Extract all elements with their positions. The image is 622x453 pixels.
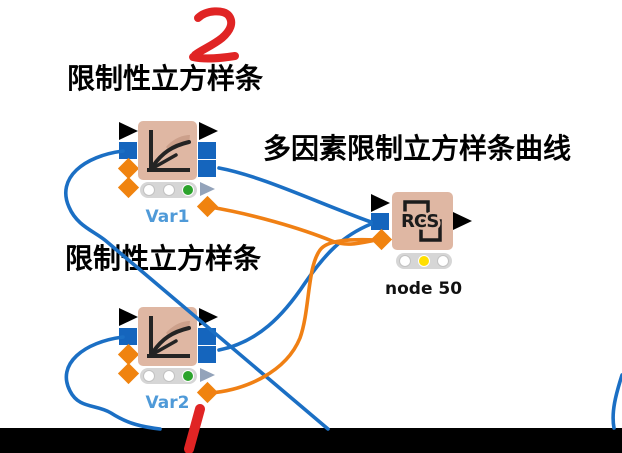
annotation-rcs-title: 多因素限制立方样条曲线 bbox=[263, 132, 572, 165]
rcs-light-red bbox=[399, 255, 411, 267]
edge-offscreen-to-var1-input[interactable] bbox=[64, 149, 330, 431]
var1-model-input-port-2[interactable] bbox=[117, 176, 140, 199]
edge-offscreen-to-var2-input[interactable] bbox=[64, 335, 162, 431]
bottom-black-bar bbox=[0, 428, 622, 453]
rcs-data-input-port[interactable] bbox=[371, 213, 389, 230]
rcs-light-green bbox=[437, 255, 449, 267]
var1-traffic-light bbox=[140, 182, 197, 198]
var2-flowvar-output-icon[interactable] bbox=[200, 368, 215, 382]
var2-data-input-port[interactable] bbox=[119, 328, 137, 345]
spline-curve-icon bbox=[147, 130, 191, 172]
rcs-node-label[interactable]: node 50 bbox=[385, 279, 463, 299]
edge-var2-to-rcs-model[interactable] bbox=[208, 237, 378, 395]
handwritten-number-2 bbox=[189, 7, 239, 63]
var1-flow-input-icon[interactable] bbox=[119, 122, 138, 140]
edge-var2-to-rcs-data[interactable] bbox=[217, 222, 373, 352]
var1-flow-output-icon[interactable] bbox=[199, 122, 218, 140]
annotation-var2-title: 限制性立方样条 bbox=[65, 242, 262, 275]
spline-curve-icon bbox=[147, 316, 191, 358]
rcs-data-output-icon[interactable] bbox=[453, 212, 472, 230]
rcs-icon: RCS bbox=[399, 200, 442, 242]
var1-flowvar-output-icon[interactable] bbox=[200, 182, 215, 196]
var2-traffic-light bbox=[140, 368, 197, 384]
var2-light-green bbox=[182, 370, 194, 382]
var1-data-output-port-1[interactable] bbox=[198, 142, 216, 159]
var1-light-yellow bbox=[162, 184, 175, 196]
rcs-light-yellow bbox=[418, 255, 430, 267]
var2-light-red bbox=[143, 370, 155, 382]
var1-light-green bbox=[182, 184, 194, 196]
edge-offscreen-right[interactable] bbox=[611, 373, 622, 430]
var2-model-input-port-2[interactable] bbox=[117, 362, 140, 385]
edge-var1-to-rcs-data[interactable] bbox=[217, 166, 373, 224]
handwritten-red-stroke bbox=[184, 404, 205, 453]
var1-data-output-port-2[interactable] bbox=[198, 160, 216, 177]
annotation-var1-title: 限制性立方样条 bbox=[67, 62, 264, 95]
var2-flow-input-icon[interactable] bbox=[119, 308, 138, 326]
var2-node-body[interactable] bbox=[138, 307, 197, 366]
rcs-flow-input-icon[interactable] bbox=[371, 194, 390, 212]
var1-data-input-port[interactable] bbox=[119, 142, 137, 159]
var2-node-label[interactable]: Var2 bbox=[145, 393, 190, 413]
rcs-traffic-light bbox=[396, 253, 452, 269]
var2-light-yellow bbox=[162, 370, 175, 382]
rcs-node-body[interactable]: RCS bbox=[392, 192, 453, 250]
edge-var1-to-rcs-model[interactable] bbox=[208, 205, 378, 246]
var1-node-body[interactable] bbox=[138, 121, 197, 180]
var1-node-label[interactable]: Var1 bbox=[145, 207, 190, 227]
rcs-icon-text: RCS bbox=[401, 211, 438, 232]
var2-data-output-port-2[interactable] bbox=[198, 346, 216, 363]
var1-light-red bbox=[143, 184, 155, 196]
